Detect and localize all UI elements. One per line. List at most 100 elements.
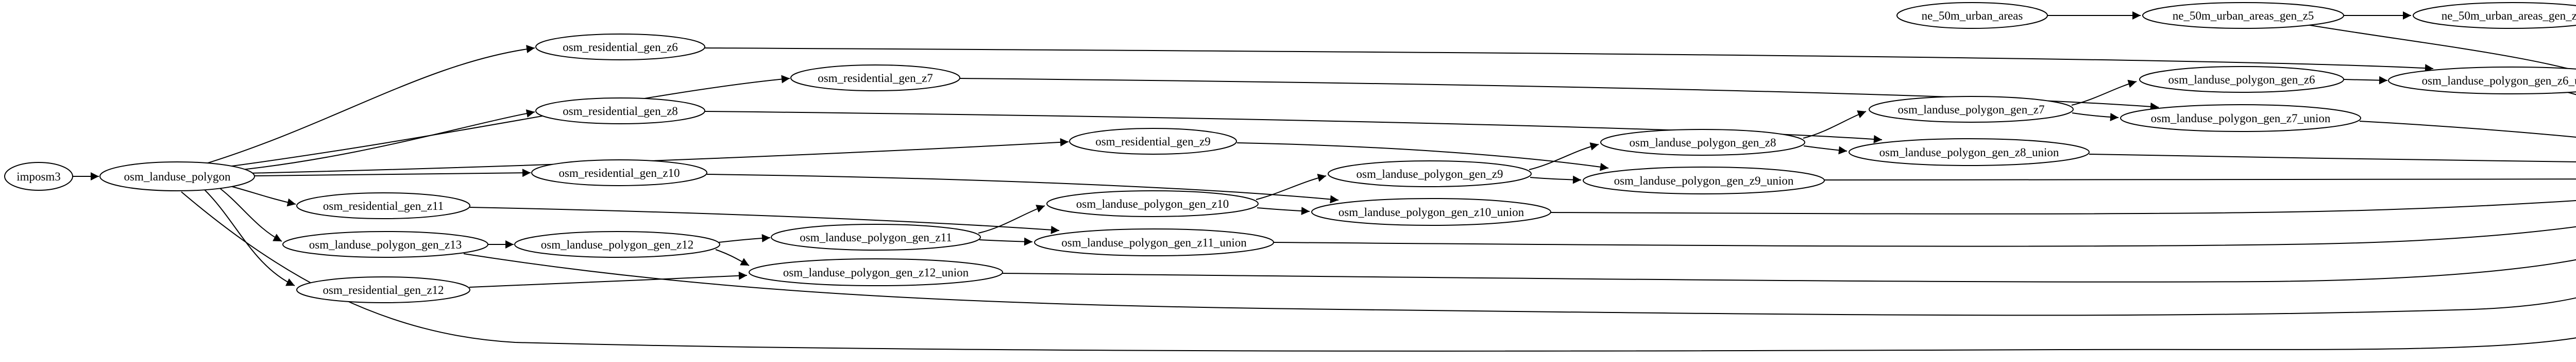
node-osm-landuse-polygon-gen-z10-union: osm_landuse_polygon_gen_z10_union [1311, 198, 1551, 226]
node-osm-landuse-polygon-gen-z12: osm_landuse_polygon_gen_z12 [514, 231, 720, 258]
edge-res-z6-to-z6-union [704, 47, 2434, 73]
node-imposm3-label: imposm3 [16, 170, 61, 183]
node-osm-landuse-polygon-gen-z9-union: osm_landuse_polygon_gen_z9_union [1583, 167, 1825, 194]
node-gen-z10-shape [1046, 190, 1259, 217]
edge-gen-z8-to-z8-union [1803, 145, 1848, 155]
node-osm-landuse-polygon-gen-z6: osm_landuse_polygon_gen_z6 [2139, 66, 2344, 93]
node-z10-union-label: osm_landuse_polygon_gen_z10_union [1338, 206, 1524, 219]
node-osm-landuse-polygon-gen-z12-union: osm_landuse_polygon_gen_z12_union [749, 258, 1003, 286]
node-osm-residential-gen-z6: osm_residential_gen_z6 [535, 34, 705, 60]
node-gen-z12-label: osm_landuse_polygon_gen_z12 [541, 238, 693, 251]
edge-gen-z7-to-gen-z6 [2071, 79, 2137, 106]
node-gen-z7-label: osm_landuse_polygon_gen_z7 [1898, 103, 2045, 116]
edge-landuse-polygon-to-res-z10 [254, 169, 531, 177]
node-z10-union-shape [1311, 198, 1551, 226]
node-z11-union-label: osm_landuse_polygon_gen_z11_union [1061, 236, 1247, 249]
node-ne-gen-z4-label: ne_50m_urban_areas_gen_z4 [2442, 9, 2576, 22]
edge-gen-z9-to-gen-z8 [1529, 142, 1599, 170]
node-res-z8-label: osm_residential_gen_z8 [563, 105, 678, 118]
node-z9-union-label: osm_landuse_polygon_gen_z9_union [1614, 174, 1794, 187]
node-z9-union-shape [1583, 167, 1825, 194]
node-ne-gen-z5-label: ne_50m_urban_areas_gen_z5 [2173, 9, 2314, 22]
node-res-z8-shape [535, 97, 705, 124]
edge-gen-z7-to-z7-union [2072, 112, 2119, 121]
node-osm-residential-gen-z10: osm_residential_gen_z10 [531, 159, 707, 186]
node-osm-residential-gen-z11: osm_residential_gen_z11 [296, 192, 470, 219]
node-ne-50m-urban-areas: ne_50m_urban_areas [1896, 2, 2048, 29]
node-osm-landuse-polygon-gen-z13: osm_landuse_polygon_gen_z13 [282, 231, 488, 258]
node-res-z9-label: osm_residential_gen_z9 [1095, 135, 1211, 148]
node-gen-z6-shape [2139, 66, 2344, 93]
node-gen-z11-shape [771, 224, 981, 251]
node-res-z10-label: osm_residential_gen_z10 [558, 167, 680, 179]
node-ne-50m-urban-areas-gen-z5: ne_50m_urban_areas_gen_z5 [2142, 2, 2344, 29]
node-osm-landuse-polygon-gen-z8: osm_landuse_polygon_gen_z8 [1600, 129, 1805, 156]
node-ne-urban-areas-shape [1896, 2, 2048, 29]
node-osm-landuse-polygon-gen-z6-union: osm_landuse_polygon_gen_z6_union [2388, 67, 2576, 94]
edge-gen-z9-to-z9-union [1530, 175, 1582, 184]
node-z7-union-shape [2120, 104, 2361, 132]
node-osm-landuse-polygon-label: osm_landuse_polygon [124, 170, 231, 183]
edge-gen-z11-to-z11-union [979, 237, 1033, 246]
node-osm-landuse-polygon-gen-z11: osm_landuse_polygon_gen_z11 [771, 224, 981, 251]
node-gen-z8-shape [1600, 129, 1805, 156]
node-gen-z10-label: osm_landuse_polygon_gen_z10 [1076, 198, 1229, 210]
edge-gen-z11-to-gen-z10 [978, 205, 1045, 234]
node-res-z11-shape [296, 192, 470, 219]
edge-landuse-polygon-to-field-z14 [181, 191, 2576, 352]
node-res-z11-label: osm_residential_gen_z11 [323, 200, 444, 212]
node-osm-landuse-polygon-gen-z8-union: osm_landuse_polygon_gen_z8_union [1849, 138, 2090, 166]
node-z11-union-shape [1034, 228, 1274, 256]
edge-landuse-polygon-to-gen-z13 [218, 187, 282, 242]
nodes: imposm3 osm_landuse_polygon osm_resident… [4, 2, 2576, 303]
node-gen-z8-label: osm_landuse_polygon_gen_z8 [1630, 136, 1776, 149]
node-osm-landuse-polygon-gen-z7-union: osm_landuse_polygon_gen_z7_union [2120, 104, 2361, 132]
node-res-z12-shape [296, 276, 470, 303]
node-gen-z13-label: osm_landuse_polygon_gen_z13 [309, 238, 462, 251]
node-osm-landuse-polygon-gen-z10: osm_landuse_polygon_gen_z10 [1046, 190, 1259, 217]
node-gen-z11-label: osm_landuse_polygon_gen_z11 [800, 231, 952, 244]
edge-gen-z6-to-z6-union [2343, 76, 2388, 85]
node-osm-landuse-polygon-gen-z9: osm_landuse_polygon_gen_z9 [1328, 160, 1532, 187]
node-res-z7-shape [790, 64, 960, 91]
node-imposm3-shape [4, 162, 73, 191]
node-res-z9-shape [1069, 128, 1237, 155]
node-osm-landuse-polygon-gen-z11-union: osm_landuse_polygon_gen_z11_union [1034, 228, 1274, 256]
node-ne-gen-z4-shape [2413, 2, 2576, 29]
edge-res-z7-to-z7-union [959, 78, 2159, 111]
node-z8-union-label: osm_landuse_polygon_gen_z8_union [1879, 146, 2059, 159]
node-osm-residential-gen-z7: osm_residential_gen_z7 [790, 64, 960, 91]
node-z12-union-shape [749, 258, 1003, 286]
edge-gen-z13-to-field-z13 [463, 253, 2576, 316]
node-ne-urban-areas-label: ne_50m_urban_areas [1922, 9, 2023, 22]
node-gen-z9-label: osm_landuse_polygon_gen_z9 [1357, 168, 1503, 180]
node-z6-union-label: osm_landuse_polygon_gen_z6_union [2422, 74, 2576, 87]
node-gen-z13-shape [282, 231, 488, 258]
node-imposm3: imposm3 [4, 162, 73, 191]
node-ne-50m-urban-areas-gen-z4: ne_50m_urban_areas_gen_z4 [2413, 2, 2576, 29]
edges [73, 11, 2576, 352]
edge-gen-z12-to-z12-union [715, 249, 750, 266]
node-gen-z12-shape [514, 231, 720, 258]
edge-z11-union-to-field-z11 [1273, 226, 2576, 247]
node-osm-landuse-polygon-gen-z7: osm_landuse_polygon_gen_z7 [1869, 96, 2074, 123]
node-osm-residential-gen-z9: osm_residential_gen_z9 [1069, 128, 1237, 155]
node-gen-z6-label: osm_landuse_polygon_gen_z6 [2168, 73, 2315, 86]
edge-z10-union-to-field-z10 [1550, 200, 2576, 215]
node-res-z12-label: osm_residential_gen_z12 [323, 284, 444, 297]
node-z8-union-shape [1849, 138, 2090, 166]
edge-z9-union-to-field-z9 [1824, 178, 2576, 180]
edge-gen-z12-to-gen-z11 [718, 234, 771, 243]
node-res-z7-label: osm_residential_gen_z7 [818, 72, 933, 85]
edge-ne-gen-z5-to-field-z5 [2307, 24, 2576, 71]
edge-landuse-polygon-to-res-z6 [204, 45, 535, 164]
edge-landuse-polygon-to-res-z11 [224, 184, 296, 207]
edge-res-z11-to-z11-union [469, 207, 1060, 234]
node-osm-residential-gen-z8: osm_residential_gen_z8 [535, 97, 705, 124]
edge-res-z9-to-z9-union [1236, 142, 1609, 171]
node-z7-union-label: osm_landuse_polygon_gen_z7_union [2151, 112, 2331, 125]
edge-z8-union-to-field-z8 [2089, 154, 2576, 163]
node-osm-residential-gen-z12: osm_residential_gen_z12 [296, 276, 470, 303]
